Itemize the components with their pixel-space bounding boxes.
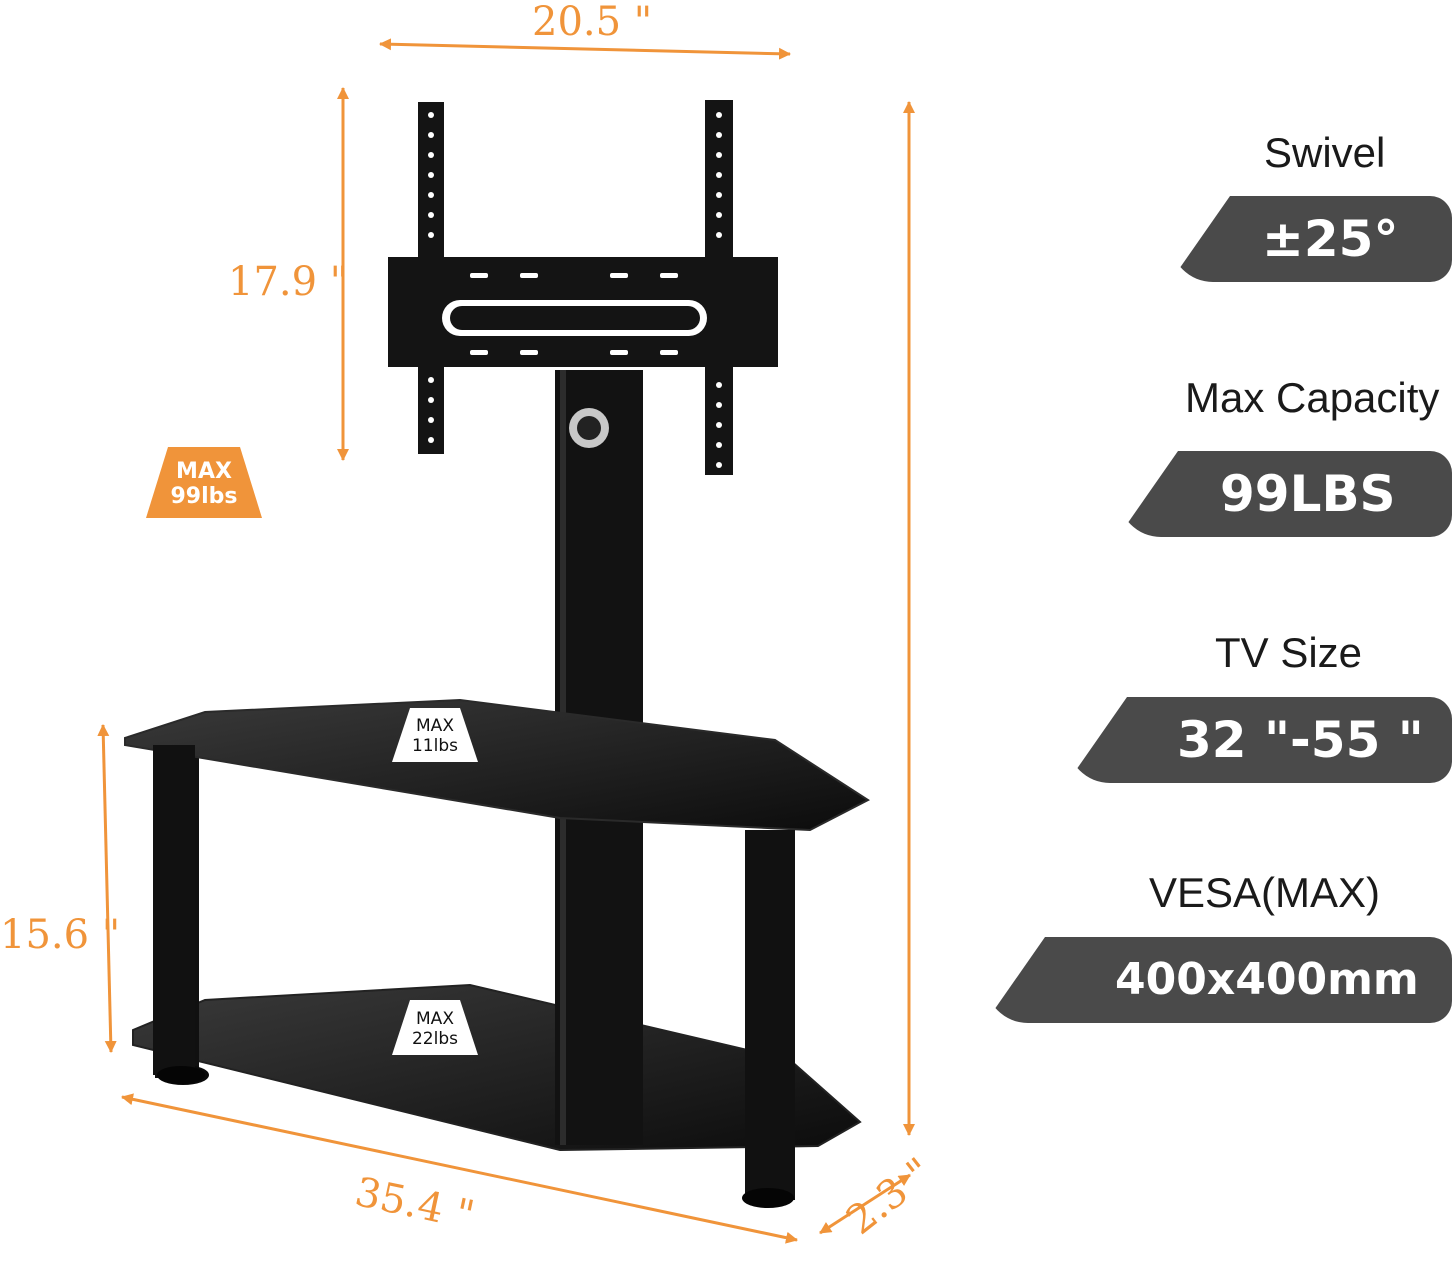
- spec-label-tv-size: TV Size: [1215, 629, 1363, 676]
- leg-foot-front-right: [742, 1188, 794, 1208]
- spec-value-max-capacity: 99LBS: [1118, 451, 1452, 537]
- depth-arrow: [819, 1173, 911, 1235]
- mount-load-tag: MAX 99lbs: [160, 459, 248, 510]
- bottom-shelf-load-tag-line2: 22lbs: [411, 1028, 458, 1049]
- leg-front-left: [153, 745, 195, 1075]
- top-shelf: [124, 698, 870, 832]
- shelf-height-arrow: [97, 724, 117, 1053]
- mount-load-tag-line2: 99lbs: [170, 484, 238, 510]
- spec-value-vesa: 400x400mm: [985, 937, 1452, 1023]
- spec-label-swivel: Swivel: [1264, 129, 1386, 176]
- top-shelf-load-tag-line1: MAX: [416, 716, 454, 736]
- cable-hole-inner: [577, 416, 601, 440]
- bottom-shelf-load-tag-shape: [392, 1000, 478, 1055]
- mount-load-tag-line1: MAX: [176, 459, 232, 484]
- base-width-arrow: [121, 1093, 798, 1244]
- bottom-shelf: [132, 983, 862, 1152]
- spec-label-vesa: VESA(MAX): [1149, 869, 1381, 916]
- top-shelf-load-tag-shape: [392, 708, 478, 762]
- leg-front-right: [745, 830, 795, 1200]
- mount-load-tag-shape: [146, 447, 262, 518]
- top-shelf-load-tag-line2: 11lbs: [411, 735, 458, 756]
- mount-height-label: 17.9 ": [228, 259, 349, 305]
- top-width-label: 20.5 ": [532, 0, 653, 45]
- spec-label-max-capacity: Max Capacity: [1185, 374, 1440, 421]
- leg-foot-front-left: [157, 1066, 205, 1084]
- shelf-height-label: 15.6 ": [0, 912, 121, 958]
- vesa-mount-bracket: [388, 100, 778, 475]
- bottom-shelf-load-tag: MAX 22lbs: [400, 1009, 470, 1049]
- width-arrow-top: [379, 38, 791, 60]
- bottom-shelf-load-tag-line1: MAX: [416, 1009, 454, 1029]
- top-shelf-load-tag: MAX 11lbs: [400, 716, 470, 756]
- spec-value-tv-size: 32 "-55 ": [1067, 697, 1452, 783]
